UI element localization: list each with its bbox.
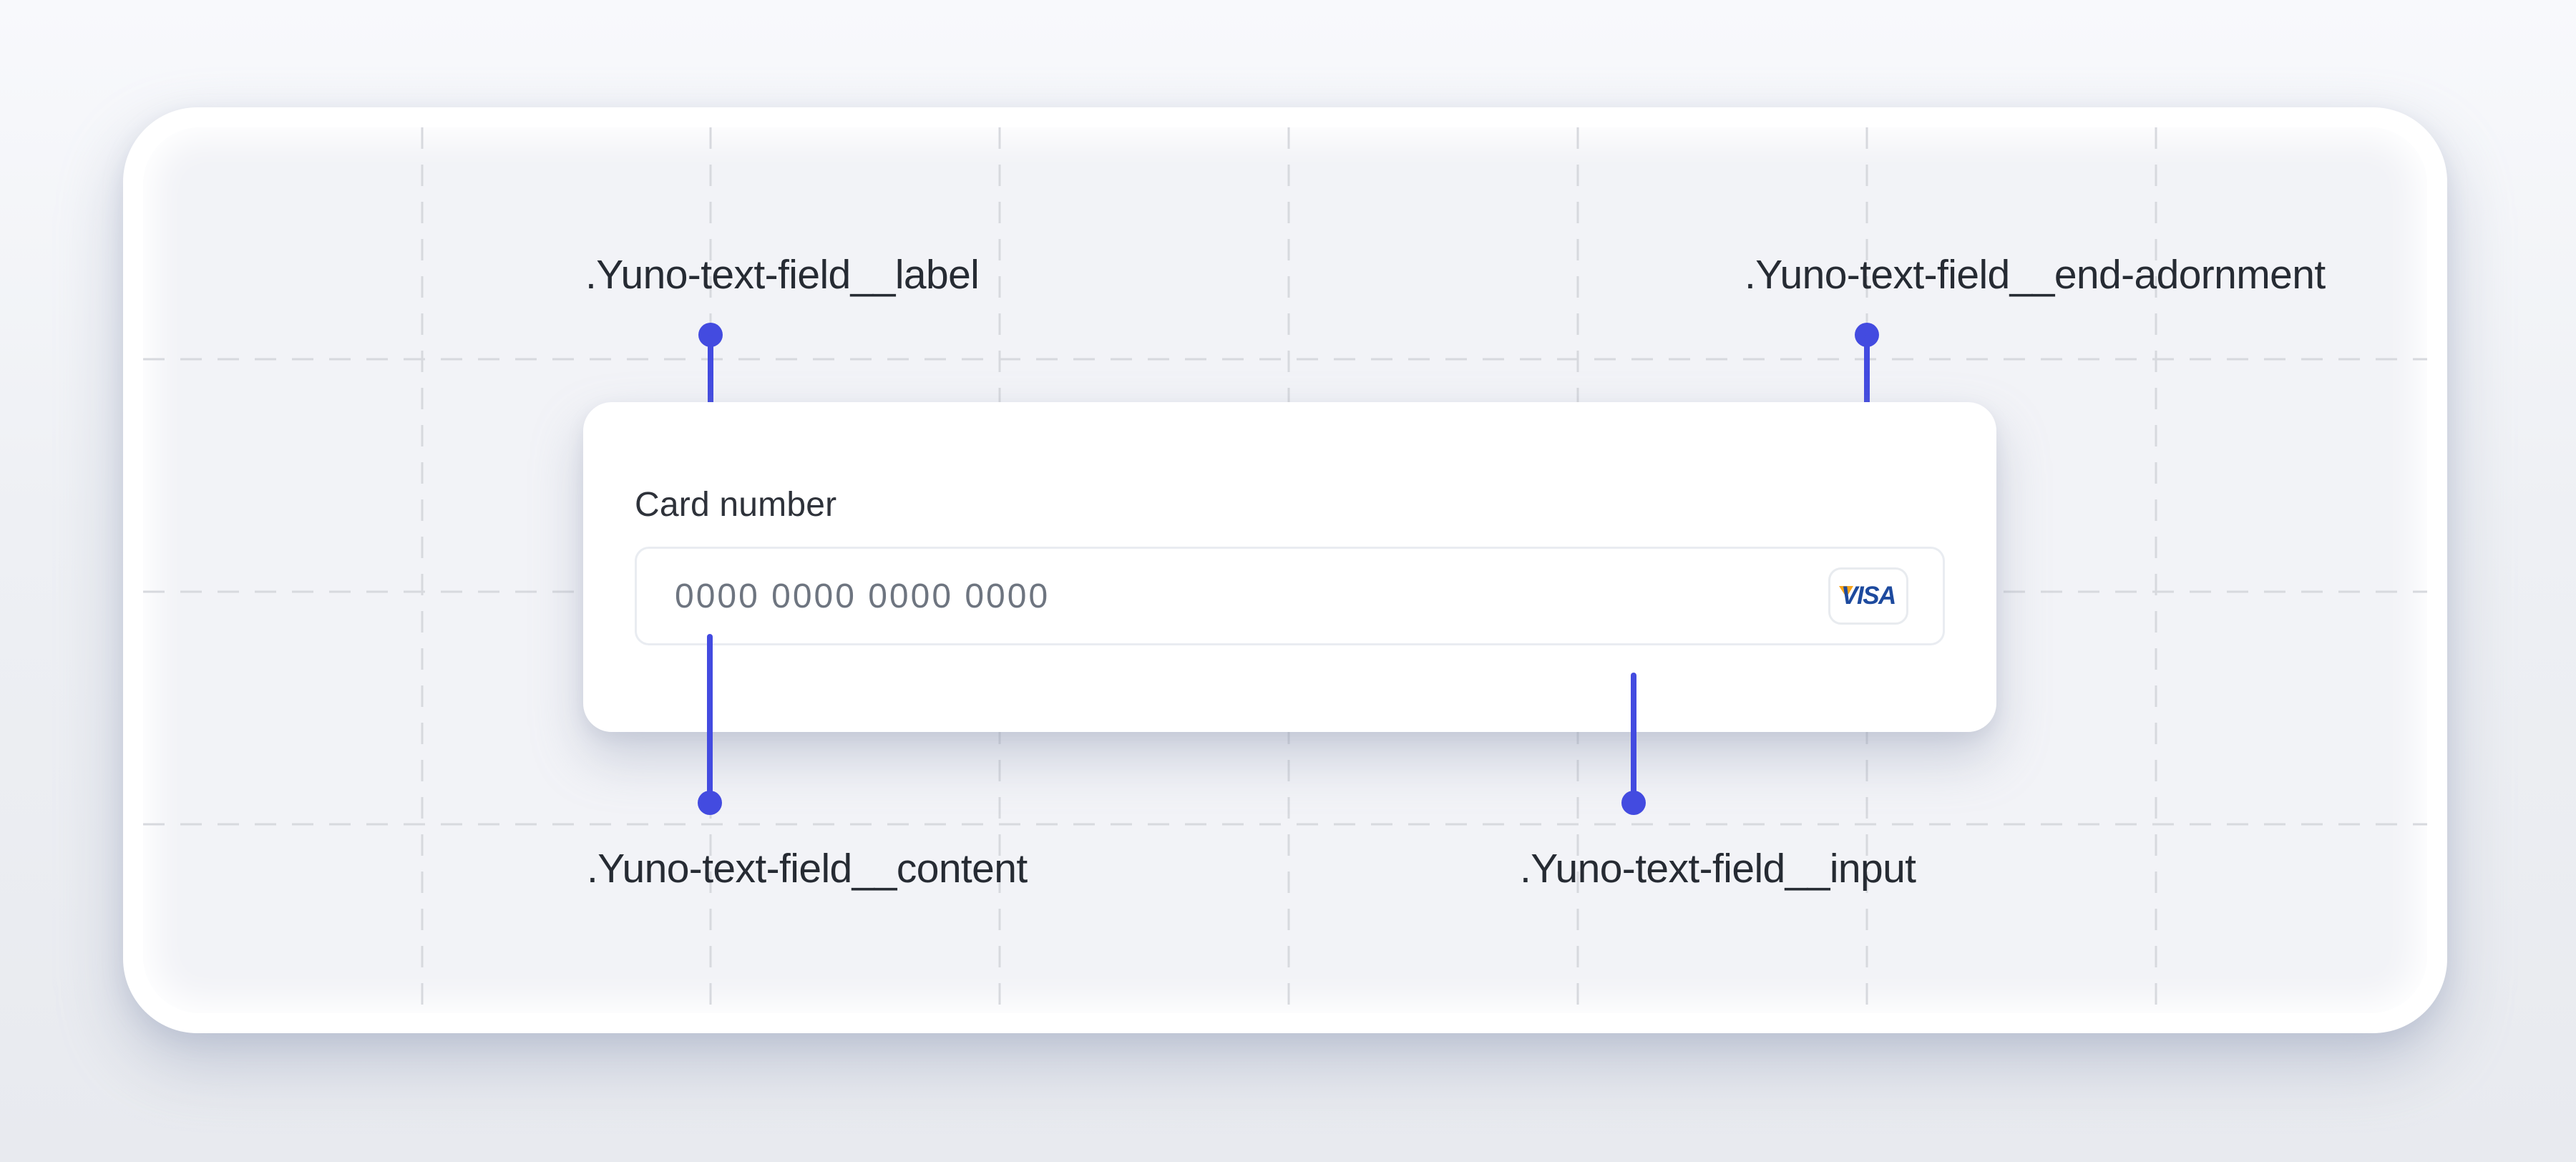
annotation-end-adornment-class: .Yuno-text-field__end-adornment: [1745, 252, 2326, 298]
annotation-input-class: .Yuno-text-field__input: [1520, 846, 1916, 892]
grid-horizontal-lines: [143, 358, 2427, 826]
connector-content-dot: [698, 791, 722, 815]
card-number-input[interactable]: VISA: [635, 547, 1945, 645]
text-field-card: Card number VISA: [583, 402, 1996, 732]
visa-badge: VISA: [1828, 567, 1908, 625]
annotation-content-class: .Yuno-text-field__content: [587, 846, 1028, 892]
connector-input-line: [1631, 673, 1636, 804]
grid-lines: [143, 127, 2427, 1013]
visa-logo-icon: VISA: [1841, 582, 1896, 610]
connector-content-line: [707, 634, 713, 804]
connector-input-dot: [1621, 791, 1646, 815]
text-field-label: Card number: [635, 486, 837, 524]
annotation-label-class: .Yuno-text-field__label: [585, 252, 980, 298]
card-number-input-field[interactable]: [673, 575, 1828, 617]
